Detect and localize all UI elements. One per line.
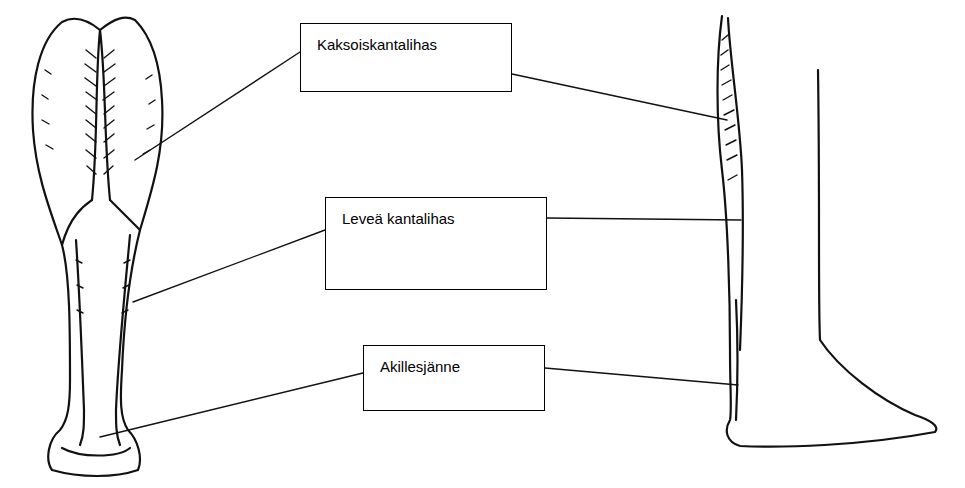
soleus-edge	[76, 235, 130, 410]
leader-line	[100, 52, 741, 437]
medial-head	[62, 200, 140, 245]
part-name: Leveä kantalihas	[342, 210, 455, 227]
calf-hatching	[721, 35, 737, 180]
tendon-side	[736, 300, 738, 420]
label-box: Akillesjänne	[363, 345, 545, 411]
part-name: Akillesjänne	[380, 358, 460, 375]
muscle-hatching	[42, 50, 155, 313]
back-view-leg	[32, 18, 162, 476]
part-name: Kaksoiskantalihas	[317, 36, 437, 53]
label-box: Kaksoiskantalihas	[300, 23, 512, 92]
side-view-leg	[718, 16, 937, 447]
label-box: Leveä kantalihas	[325, 197, 547, 290]
